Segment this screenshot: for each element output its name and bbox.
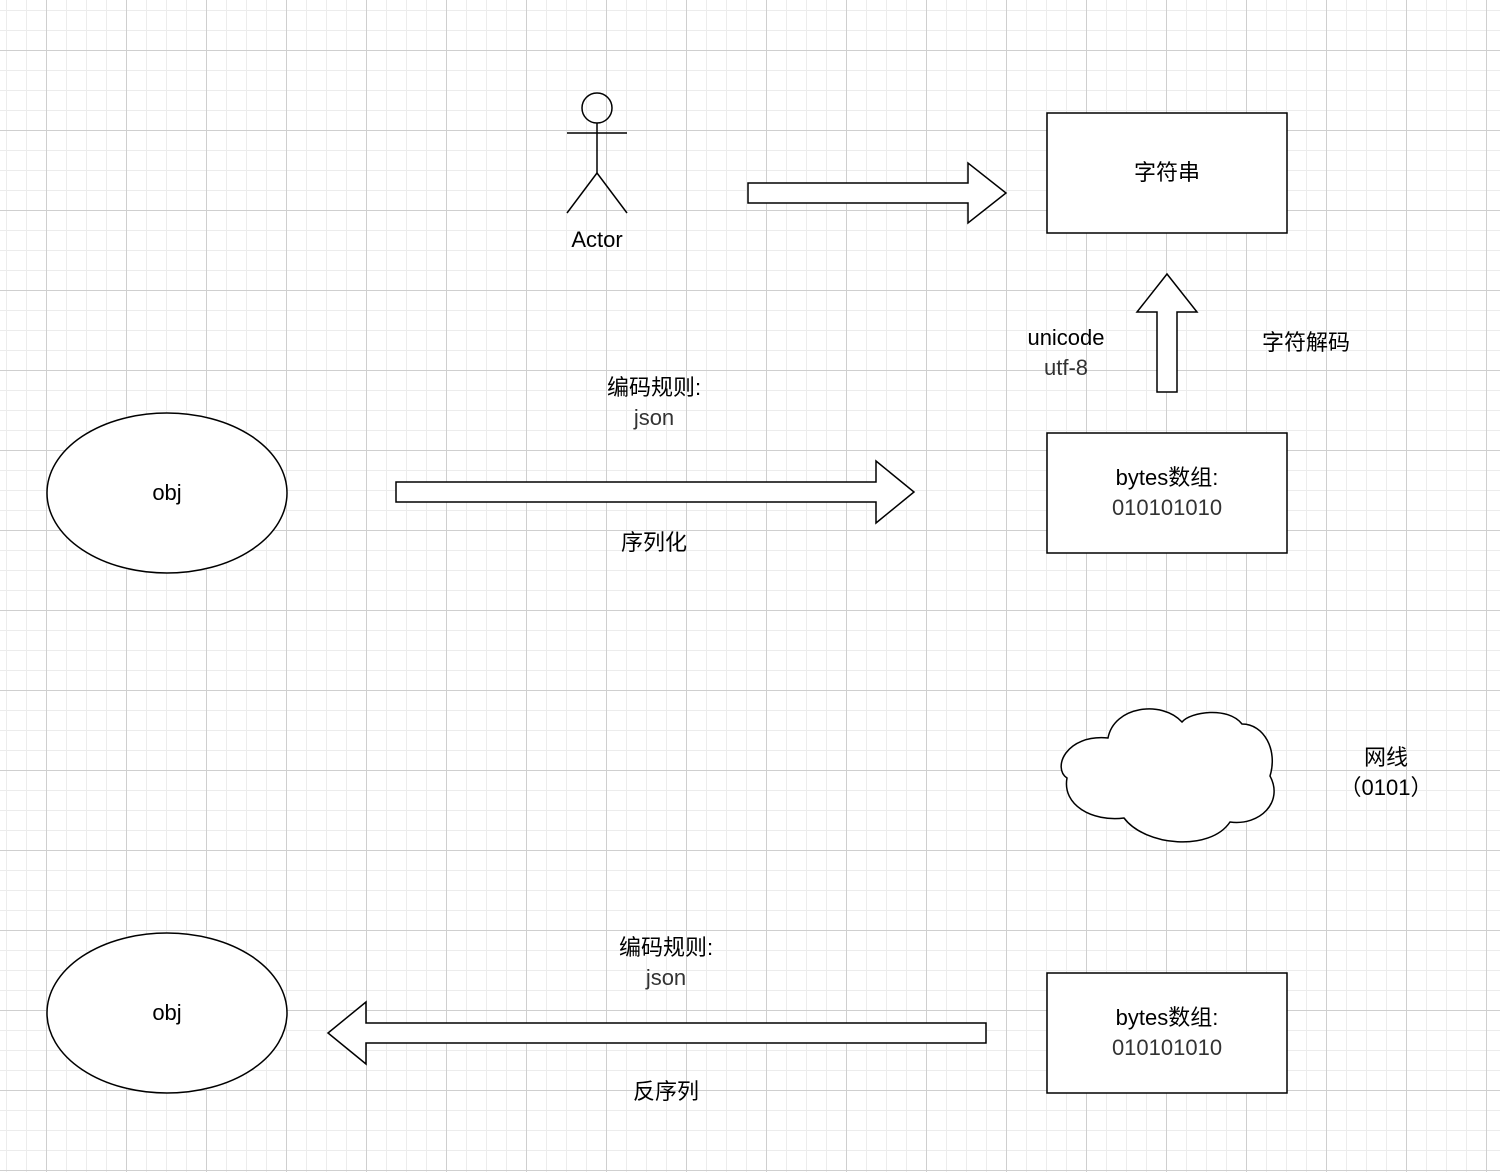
deserialize-arrow[interactable] (326, 1000, 987, 1066)
network-line1: 网线 (1363, 745, 1408, 770)
actor-label: Actor (547, 225, 647, 255)
actor-to-string-arrow[interactable] (747, 161, 1008, 225)
obj-bottom-label: obj (117, 998, 217, 1028)
obj-top-text: obj (152, 480, 182, 505)
actor-head (581, 92, 613, 124)
bytes-box-top[interactable] (1046, 432, 1288, 554)
string-box[interactable] (1046, 112, 1288, 234)
encoding-unicode: unicode (1027, 325, 1105, 350)
obj-ellipse-top[interactable] (46, 412, 288, 574)
bytes-top-label: bytes数组: 010101010 (1047, 463, 1287, 523)
obj-top-label: obj (117, 478, 217, 508)
network-cloud[interactable] (1060, 708, 1275, 843)
string-box-label: 字符串 (1047, 158, 1287, 188)
serialize-label: 序列化 (594, 528, 714, 558)
network-line2: （0101） (1339, 775, 1433, 800)
decode-label-text: 字符解码 (1261, 330, 1350, 355)
actor-figure[interactable] (566, 92, 628, 214)
deserialize-rule-text: 编码规则: (618, 935, 714, 960)
serialize-rule-label: 编码规则: json (594, 373, 714, 433)
string-box-text: 字符串 (1133, 160, 1200, 185)
obj-ellipse-bottom[interactable] (46, 932, 288, 1094)
bytes-bottom-line2: 010101010 (1111, 1035, 1223, 1060)
encoding-utf8: utf-8 (1043, 355, 1089, 380)
decode-label: 字符解码 (1236, 328, 1376, 358)
actor-right-leg (596, 172, 628, 214)
network-label: 网线 （0101） (1326, 743, 1446, 803)
serialize-rule-format: json (633, 405, 675, 430)
deserialize-rule-format: json (645, 965, 687, 990)
actor-label-text: Actor (571, 227, 623, 252)
actor-left-leg (566, 172, 598, 214)
bytes-bottom-line1: bytes数组: (1115, 1005, 1219, 1030)
obj-bottom-text: obj (152, 1000, 182, 1025)
deserialize-label: 反序列 (606, 1077, 726, 1107)
decode-arrow[interactable] (1135, 272, 1199, 393)
deserialize-label-text: 反序列 (632, 1079, 699, 1104)
bytes-box-bottom[interactable] (1046, 972, 1288, 1094)
serialize-label-text: 序列化 (620, 530, 687, 555)
deserialize-rule-label: 编码规则: json (606, 933, 726, 993)
decode-encoding-label: unicode utf-8 (1006, 323, 1126, 383)
serialize-rule-text: 编码规则: (606, 375, 702, 400)
bytes-top-line1: bytes数组: (1115, 465, 1219, 490)
serialize-arrow[interactable] (395, 459, 916, 525)
bytes-bottom-label: bytes数组: 010101010 (1047, 1003, 1287, 1063)
bytes-top-line2: 010101010 (1111, 495, 1223, 520)
